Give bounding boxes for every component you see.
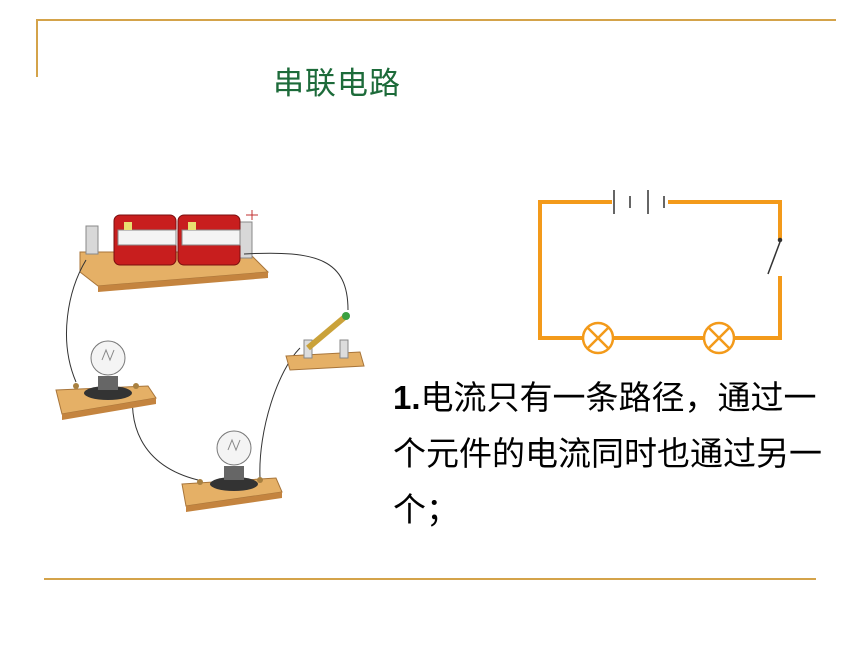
- battery-pair-icon: [79, 210, 270, 292]
- light-bulb-icon: [55, 340, 157, 420]
- description-point-1: 1.电流只有一条路径，通过一个元件的电流同时也通过另一个；: [393, 370, 823, 538]
- light-bulb-icon: [181, 430, 283, 512]
- series-circuit-schematic: [538, 190, 783, 355]
- knife-switch-icon: [285, 312, 365, 371]
- series-circuit-illustration: [55, 210, 365, 512]
- lamp-symbol-icon: [702, 321, 736, 355]
- lamp-symbol-icon: [581, 321, 615, 355]
- bottom-border-line: [44, 578, 816, 580]
- battery-symbol-icon: [613, 190, 665, 214]
- point-number: 1.: [393, 379, 421, 416]
- left-border-line: [36, 19, 38, 77]
- top-border-line: [36, 19, 836, 21]
- slide-title: 串联电路: [273, 66, 401, 102]
- point-text: 电流只有一条路径，通过一个元件的电流同时也通过另一个；: [393, 378, 822, 529]
- switch-symbol-icon: [767, 237, 783, 275]
